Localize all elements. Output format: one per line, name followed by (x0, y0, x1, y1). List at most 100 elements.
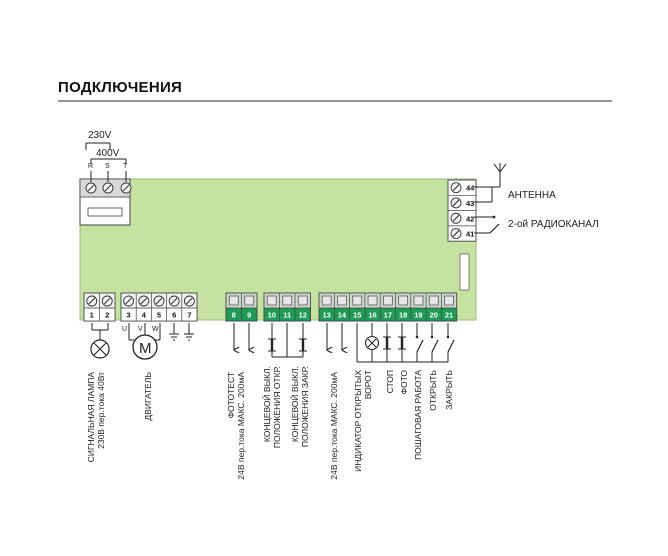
terminal-number: 18 (399, 311, 407, 320)
screw-icon (85, 182, 97, 194)
power-wires (85, 142, 127, 182)
page-title: ПОДКЛЮЧЕНИЯ (58, 79, 183, 96)
terminal-number: 42 (466, 214, 474, 223)
motor-icon: M (128, 323, 161, 360)
screw-icon (450, 197, 462, 209)
phase-label-s: S (105, 163, 110, 170)
stop-contact-icon (383, 323, 391, 362)
terminal-block-inputs: 13 14 15 16 17 18 19 20 21 (318, 292, 458, 322)
terminal-socket (352, 295, 363, 306)
terminal-number: 12 (299, 311, 307, 320)
terminal-socket (444, 295, 454, 306)
phase-label-t: T (123, 163, 128, 170)
radio2-switch-icon (474, 215, 500, 234)
screw-icon (450, 182, 462, 194)
terminal-number: 1 (90, 311, 94, 320)
ground-icon (184, 323, 194, 341)
open-indicator-lamp-icon (364, 323, 380, 362)
terminal-number: 9 (247, 311, 251, 320)
terminal-number: 17 (384, 311, 392, 320)
terminal-number: 20 (430, 311, 438, 320)
antenna-label: АНТЕННА (508, 190, 556, 201)
label-limit-close: ПОЛОЖЕНИЯ ЗАКР. (300, 366, 310, 447)
terminal-number: 14 (338, 311, 347, 320)
signal-lamp-icon (90, 323, 110, 359)
screw-icon (102, 182, 114, 194)
label-400v: 400V (96, 148, 120, 159)
terminal-socket (413, 295, 424, 306)
label-open: ОТКРЫТЬ (428, 370, 438, 411)
terminal-socket (367, 295, 378, 306)
label-lamp: СИГНАЛЬНАЯ ЛАМПА (86, 372, 96, 463)
phase-label-r: R (88, 163, 93, 170)
terminal-number: 2 (105, 311, 109, 320)
foto-contact-icon (398, 323, 406, 362)
open-button-icon (430, 323, 439, 362)
screw-icon (450, 212, 462, 224)
label-limit-open: ПОЛОЖЕНИЯ ОТКР. (272, 366, 282, 448)
screw-icon (120, 182, 132, 194)
label-open-indicator: ВОРОТ (363, 370, 373, 399)
label-close: ЗАКРЫТЬ (444, 370, 454, 410)
terminal-number: 6 (172, 311, 176, 320)
antenna-wiring (474, 172, 501, 203)
limit-switch-close-icon (287, 323, 307, 358)
terminal-number: 16 (368, 311, 376, 320)
terminal-number: 43 (466, 199, 474, 208)
terminal-number: 11 (283, 311, 291, 320)
terminal-socket (337, 295, 347, 306)
terminal-number: 13 (322, 311, 330, 320)
terminal-socket (297, 295, 308, 306)
terminal-number: 41 (466, 230, 474, 239)
terminal-block-radio: 44 43 42 41 (447, 179, 477, 242)
label-step: ПОШАГОВАЯ РАБОТА (413, 370, 423, 460)
terminal-number: 21 (445, 311, 453, 320)
terminal-socket (266, 295, 277, 306)
svg-text:M: M (139, 340, 152, 357)
motor-phase-w: W (152, 326, 159, 333)
label-lamp: 230В пер.тока 40Вт (96, 372, 106, 449)
terminal-number: 7 (187, 311, 191, 320)
limit-switch-open-icon (268, 323, 288, 358)
screw-icon (138, 295, 150, 307)
antenna-icon (493, 163, 507, 173)
terminal-socket (398, 295, 409, 306)
screw-icon (123, 295, 135, 307)
screw-icon (450, 228, 462, 240)
label-open-indicator: ИНДИКАТОР ОТКРЫТЫХ (353, 370, 363, 472)
label-limit-close: КОНЦЕВОЙ ВЫКЛ. (289, 366, 300, 442)
terminal-number: 15 (353, 311, 361, 320)
terminal-number: 44 (466, 184, 475, 193)
motor-phase-u: U (122, 326, 127, 333)
phototest-arrows (234, 323, 249, 350)
screw-icon (183, 295, 195, 307)
close-button-icon (446, 323, 455, 362)
terminal-socket (428, 295, 439, 306)
motor-phase-v: V (138, 326, 143, 333)
terminal-socket (282, 295, 293, 306)
terminal-socket (321, 295, 332, 306)
step-button-icon (415, 323, 424, 362)
label-photo: ФОТОТЕСТ (226, 372, 236, 418)
screw-icon (153, 295, 165, 307)
terminal-number: 19 (414, 311, 422, 320)
label-limit-open: КОНЦЕВОЙ ВЫКЛ. (261, 366, 272, 442)
terminal-socket (228, 295, 239, 306)
ground-icon (169, 323, 179, 341)
screw-icon (168, 295, 180, 307)
screw-icon (86, 295, 98, 307)
terminal-number: 10 (268, 311, 276, 320)
terminal-block-limits: 10 11 12 (263, 292, 311, 322)
terminal-number: 5 (157, 311, 161, 320)
terminal-socket (382, 295, 393, 306)
label-photo: 24В пер.тока МАКС. 200мА (236, 372, 246, 480)
label-230v: 230V (88, 130, 112, 141)
label-foto: ФОТО (399, 370, 409, 395)
power24-arrows (327, 323, 342, 350)
label-stop: СТОП (385, 370, 395, 393)
terminal-number: 3 (127, 311, 131, 320)
